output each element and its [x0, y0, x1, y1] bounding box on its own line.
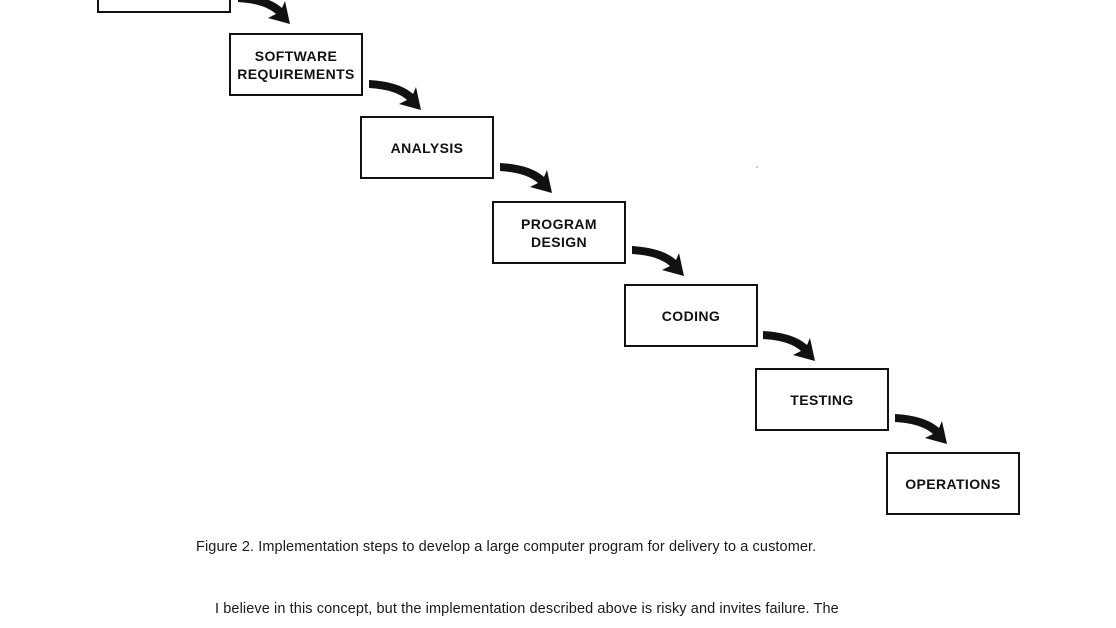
step-box-software-requirements: SOFTWARE REQUIREMENTS: [229, 33, 363, 96]
step-label: TESTING: [790, 391, 854, 408]
step-label: SOFTWARE REQUIREMENTS: [237, 47, 355, 82]
flow-arrow-3: [500, 163, 552, 193]
step-box-program-design: PROGRAM DESIGN: [492, 201, 626, 264]
step-box-analysis: ANALYSIS: [360, 116, 494, 179]
step-box-testing: TESTING: [755, 368, 889, 431]
step-box-operations: OPERATIONS: [886, 452, 1020, 515]
flow-arrow-1: [238, 0, 290, 24]
body-paragraph: I believe in this concept, but the imple…: [215, 601, 839, 617]
scan-speck: [756, 166, 758, 168]
figure-caption: Figure 2. Implementation steps to develo…: [196, 539, 817, 555]
step-label: OPERATIONS: [905, 475, 1001, 492]
step-label: ANALYSIS: [390, 139, 464, 156]
step-label: CODING: [661, 307, 721, 324]
step-box-coding: CODING: [624, 284, 758, 347]
step-box-system-requirements: [97, 0, 231, 13]
step-label: PROGRAM DESIGN: [521, 215, 597, 250]
flow-arrow-6: [895, 414, 947, 444]
flow-arrow-2: [369, 80, 421, 110]
flow-arrow-5: [763, 331, 815, 361]
flow-arrow-4: [632, 246, 684, 276]
